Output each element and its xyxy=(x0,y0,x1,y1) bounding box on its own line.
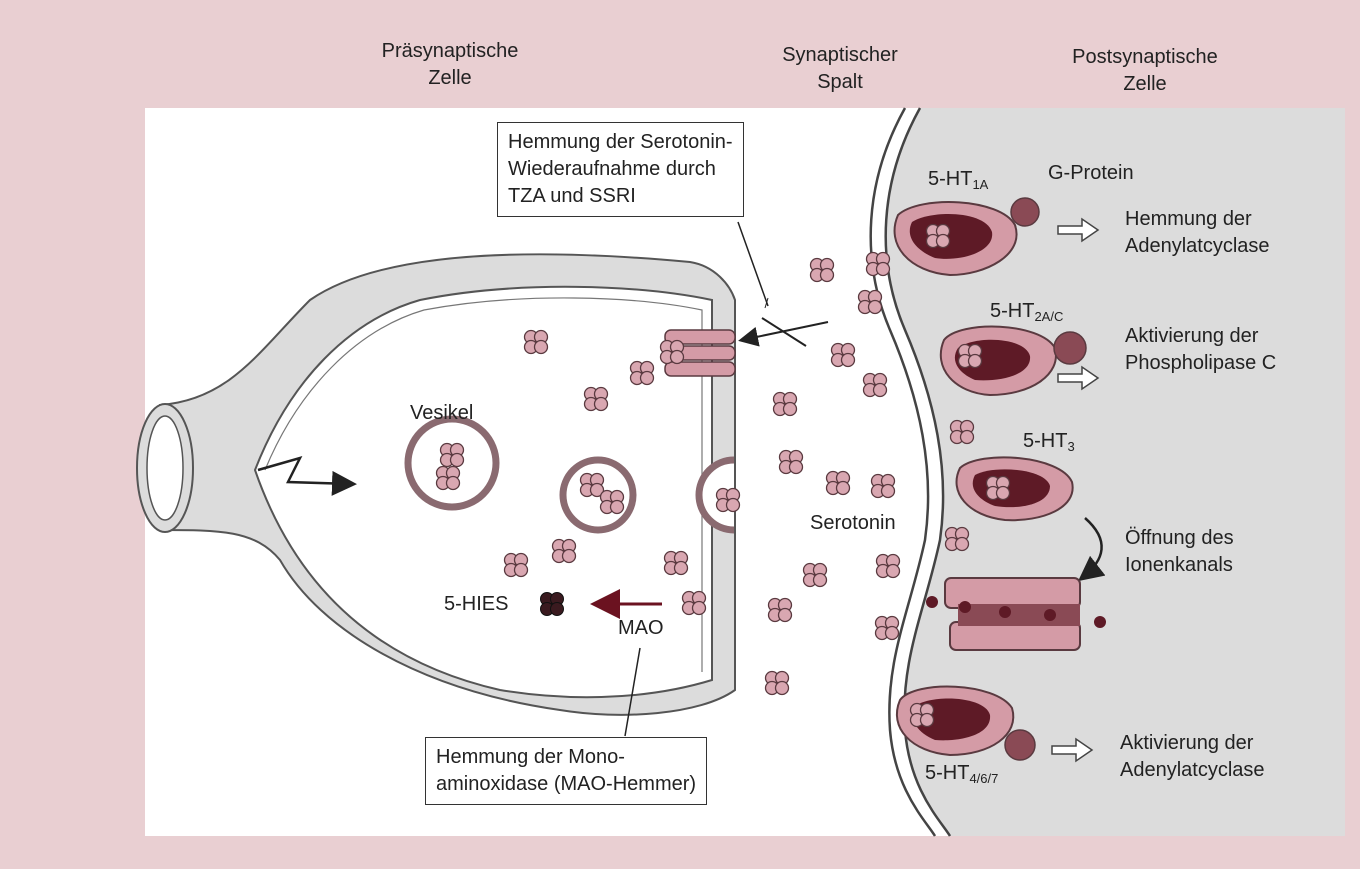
receptor-name: 5-HT xyxy=(925,762,969,784)
effect-5ht3: Öffnung des Ionenkanals xyxy=(1125,525,1234,579)
callout-reuptake-line3: TZA und SSRI xyxy=(508,183,733,210)
effect-line1: Aktivierung der xyxy=(1120,730,1265,757)
callout-reuptake-line2: Wiederaufnahme durch xyxy=(508,156,733,183)
reuptake-transporter xyxy=(661,330,736,376)
effect-5ht2ac: Aktivierung der Phospholipase C xyxy=(1125,323,1276,377)
header-cleft-line1: Synaptischer xyxy=(740,42,940,69)
receptor-subtype: 2A/C xyxy=(1034,309,1063,324)
header-cleft: Synaptischer Spalt xyxy=(740,42,940,96)
callout-mao-line2: aminoxidase (MAO-Hemmer) xyxy=(436,771,696,798)
receptor-5ht3 xyxy=(957,457,1073,520)
receptor-subtype: 1A xyxy=(972,177,988,192)
vesicle-fusing xyxy=(699,460,740,530)
label-mao: MAO xyxy=(618,615,664,642)
callout-reuptake-inhibition: Hemmung der Serotonin- Wiederaufnahme du… xyxy=(497,122,744,217)
receptor-name: 5-HT xyxy=(1023,430,1067,452)
receptor-label-1a: 5-HT1A xyxy=(928,166,988,198)
header-presynaptic-line1: Präsynaptische xyxy=(340,38,560,65)
receptor-subtype: 4/6/7 xyxy=(969,771,998,786)
callout-mao-line1: Hemmung der Mono- xyxy=(436,744,696,771)
vesicle xyxy=(563,460,633,530)
effect-line2: Ionenkanals xyxy=(1125,552,1234,579)
receptor-name: 5-HT xyxy=(990,300,1034,322)
header-postsynaptic-line2: Zelle xyxy=(1030,71,1260,98)
effect-line1: Aktivierung der xyxy=(1125,323,1276,350)
g-protein xyxy=(1005,730,1035,760)
callout-mao-inhibition: Hemmung der Mono- aminoxidase (MAO-Hemme… xyxy=(425,737,707,805)
effect-line2: Adenylatcyclase xyxy=(1125,233,1270,260)
label-vesicle: Vesikel xyxy=(410,400,473,427)
g-protein xyxy=(1011,198,1039,226)
effect-line2: Adenylatcyclase xyxy=(1120,757,1265,784)
label-g-protein: G-Protein xyxy=(1048,160,1134,187)
header-presynaptic-line2: Zelle xyxy=(340,65,560,92)
effect-line1: Hemmung der xyxy=(1125,206,1270,233)
header-cleft-line2: Spalt xyxy=(740,69,940,96)
effect-line2: Phospholipase C xyxy=(1125,350,1276,377)
receptor-subtype: 3 xyxy=(1067,439,1074,454)
effect-line1: Öffnung des xyxy=(1125,525,1234,552)
receptor-name: 5-HT xyxy=(928,168,972,190)
receptor-label-2ac: 5-HT2A/C xyxy=(990,298,1063,330)
g-protein xyxy=(1054,332,1086,364)
vesicle xyxy=(408,419,496,507)
header-presynaptic: Präsynaptische Zelle xyxy=(340,38,560,92)
label-metabolite: 5-HIES xyxy=(444,591,508,618)
header-postsynaptic-line1: Postsynaptische xyxy=(1030,44,1260,71)
effect-5ht1a: Hemmung der Adenylatcyclase xyxy=(1125,206,1270,260)
effect-5ht467: Aktivierung der Adenylatcyclase xyxy=(1120,730,1265,784)
callout-reuptake-line1: Hemmung der Serotonin- xyxy=(508,129,733,156)
receptor-label-467: 5-HT4/6/7 xyxy=(925,760,998,792)
label-serotonin: Serotonin xyxy=(810,510,896,537)
header-postsynaptic: Postsynaptische Zelle xyxy=(1030,44,1260,98)
receptor-label-3: 5-HT3 xyxy=(1023,428,1075,460)
